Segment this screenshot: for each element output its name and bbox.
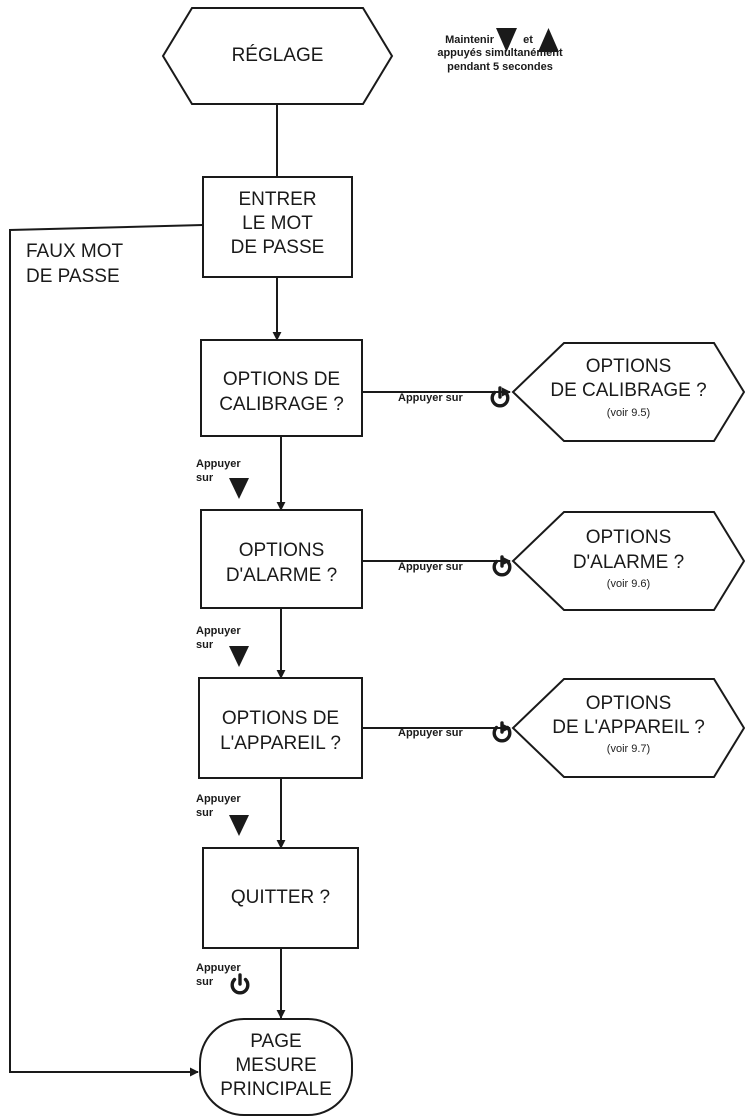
press-down-line1: Appuyer xyxy=(196,962,241,974)
sub3-line2: DE L'APPAREIL ? xyxy=(552,717,705,738)
wrong-password-line2: DE PASSE xyxy=(26,266,120,287)
press-down-line1: Appuyer xyxy=(196,458,241,470)
power-icon xyxy=(492,721,512,743)
sub1-line1: OPTIONS xyxy=(585,356,672,377)
end-line3: PRINCIPALE xyxy=(220,1079,332,1100)
down-triangle-icon xyxy=(229,815,249,836)
sub3-line1: OPTIONS xyxy=(585,693,672,714)
sub3-ref: (voir 9.7) xyxy=(606,743,651,755)
step3-box-shape xyxy=(198,677,363,779)
step2-box-shape xyxy=(200,509,363,609)
sub1-line2: DE CALIBRAGE ? xyxy=(550,380,707,401)
sub2-line1: OPTIONS xyxy=(585,527,672,548)
end-node-shape xyxy=(199,1018,353,1116)
instruction-word-maintenir: Maintenir xyxy=(445,34,494,46)
instruction-word-et: et xyxy=(523,34,533,46)
wrong-password-path xyxy=(9,224,204,1077)
press-power-label: Appuyer sur xyxy=(398,561,463,573)
press-power-label: Appuyer sur xyxy=(398,727,463,739)
sub2-ref: (voir 9.6) xyxy=(606,578,651,590)
press-down-line2: sur xyxy=(196,976,214,988)
start-node-shape xyxy=(161,7,394,105)
sub2-shape xyxy=(511,511,745,611)
down-triangle-icon xyxy=(229,646,249,667)
instruction-line3: pendant 5 secondes xyxy=(447,61,553,73)
press-down-line1: Appuyer xyxy=(196,625,241,637)
password-box-shape xyxy=(202,176,353,278)
power-icon xyxy=(492,555,512,577)
press-down-line2: sur xyxy=(196,472,214,484)
sub1-ref: (voir 9.5) xyxy=(606,407,651,419)
step4-line1: QUITTER ? xyxy=(230,887,331,908)
press-power-label: Appuyer sur xyxy=(398,392,463,404)
end-line1: PAGE xyxy=(250,1031,302,1052)
sub1-shape xyxy=(511,342,745,442)
down-triangle-icon xyxy=(496,28,517,52)
power-icon xyxy=(490,386,510,408)
wrong-password-line1: FAUX MOT xyxy=(26,241,124,262)
up-triangle-icon xyxy=(538,28,559,52)
password-line2: LE MOT xyxy=(242,213,313,234)
start-node-label: RÉGLAGE xyxy=(231,45,324,66)
step3-line2: L'APPAREIL ? xyxy=(220,733,341,754)
end-line2: MESURE xyxy=(235,1055,317,1076)
instruction-line2: appuyés simultanément xyxy=(437,47,563,59)
power-icon xyxy=(230,973,250,995)
down-triangle-icon xyxy=(229,478,249,499)
press-down-line2: sur xyxy=(196,807,214,819)
step2-line1: OPTIONS xyxy=(238,540,325,561)
press-down-line1: Appuyer xyxy=(196,793,241,805)
step1-box-shape xyxy=(200,339,363,437)
sub2-line2: D'ALARME ? xyxy=(572,552,685,573)
sub3-shape xyxy=(511,678,745,778)
step3-line1: OPTIONS DE xyxy=(221,708,340,729)
step1-line2: CALIBRAGE ? xyxy=(219,394,344,415)
step4-box-shape xyxy=(202,847,359,949)
press-down-line2: sur xyxy=(196,639,214,651)
password-line1: ENTRER xyxy=(238,189,317,210)
step2-line2: D'ALARME ? xyxy=(225,565,338,586)
password-line3: DE PASSE xyxy=(230,237,325,258)
step1-line1: OPTIONS DE xyxy=(222,369,341,390)
